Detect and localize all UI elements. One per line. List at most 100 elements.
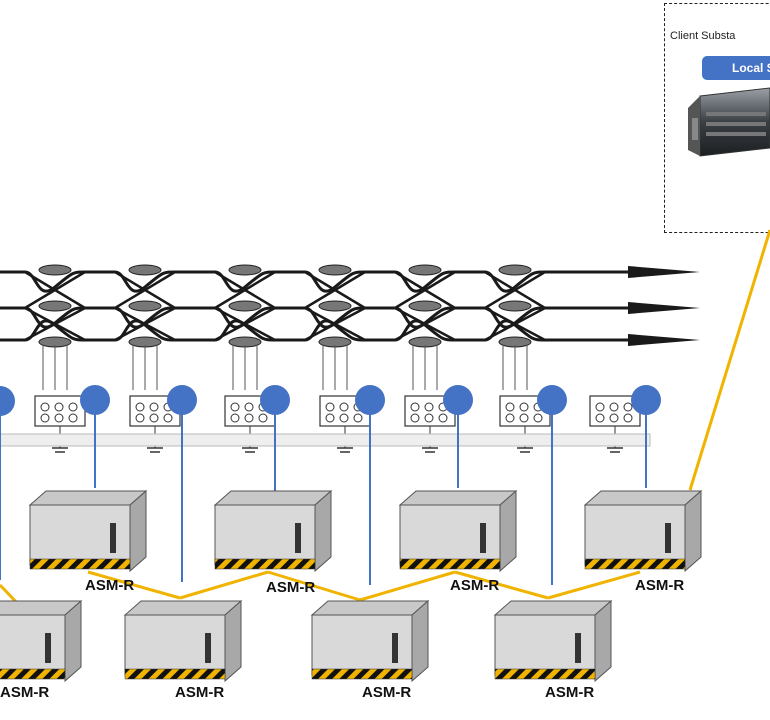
insulator <box>318 264 352 276</box>
asm-r-label: ASM-R <box>362 684 411 701</box>
transposition <box>304 270 366 342</box>
network-link <box>547 570 641 600</box>
transposition <box>214 270 276 342</box>
coil <box>505 413 515 423</box>
coil <box>519 402 529 412</box>
cabinet-top <box>310 600 430 616</box>
asm-r-cabinet: ASM-R <box>123 599 243 701</box>
coil <box>438 413 448 423</box>
asm-r-cabinet: ASM-R <box>583 489 703 594</box>
sensor-node <box>0 386 15 416</box>
sensor-node <box>80 385 110 415</box>
coil <box>339 413 349 423</box>
coil <box>424 402 434 412</box>
ground-bus <box>0 433 651 447</box>
local-server-button[interactable]: Local S <box>702 56 770 80</box>
coil <box>68 402 78 412</box>
drop-wire <box>502 345 528 390</box>
insulator <box>128 264 162 276</box>
transmission-lines <box>0 264 700 453</box>
coil <box>595 413 605 423</box>
cabinet-handle <box>665 523 671 553</box>
insulator <box>228 264 262 276</box>
network-link <box>359 570 456 602</box>
cabinet-top <box>583 490 703 506</box>
asm-r-cabinet: ASM-R <box>28 489 148 594</box>
cabinet-handle <box>480 523 486 553</box>
drop-wire <box>42 345 68 390</box>
cabinet-handle <box>110 523 116 553</box>
cabinet-top <box>213 490 333 506</box>
insulator <box>38 264 72 276</box>
coil <box>325 402 335 412</box>
coil <box>424 413 434 423</box>
sensor-node <box>443 385 473 415</box>
sensor-node <box>537 385 567 415</box>
sensor-node <box>260 385 290 415</box>
asm-r-label: ASM-R <box>266 579 315 596</box>
coil <box>609 413 619 423</box>
phase-line <box>0 319 640 342</box>
cabinet-top <box>123 600 243 616</box>
coil <box>258 413 268 423</box>
hazard-stripe <box>399 558 501 570</box>
arrow-head <box>628 334 700 346</box>
cabinet-handle <box>295 523 301 553</box>
cabinet-front <box>0 614 66 676</box>
coil <box>505 402 515 412</box>
cabinet-side <box>411 599 429 683</box>
coil <box>163 413 173 423</box>
network-link <box>454 570 549 600</box>
hazard-stripe <box>214 558 316 570</box>
coil <box>623 402 633 412</box>
phase-line <box>0 306 640 329</box>
coil <box>135 413 145 423</box>
transposition <box>394 270 456 342</box>
insulator <box>38 300 72 312</box>
cabinet-side <box>594 599 612 683</box>
insulator <box>128 300 162 312</box>
cabinet-top <box>493 600 613 616</box>
asm-r-label: ASM-R <box>0 684 49 701</box>
coil <box>149 413 159 423</box>
asm-r-cabinet: ASM-R <box>0 599 83 701</box>
coil <box>533 413 543 423</box>
arrow-head <box>628 266 700 278</box>
coil <box>54 413 64 423</box>
cabinet-handle <box>575 633 581 663</box>
coil <box>68 413 78 423</box>
transposition <box>114 270 176 342</box>
asm-r-label: ASM-R <box>545 684 594 701</box>
asm-r-cabinet: ASM-R <box>493 599 613 701</box>
transposition <box>24 270 86 342</box>
drop-wire <box>412 345 438 390</box>
network-link <box>179 570 269 600</box>
coil <box>54 402 64 412</box>
coil <box>244 413 254 423</box>
coil <box>135 402 145 412</box>
cabinet-handle <box>205 633 211 663</box>
drop-wire <box>322 345 348 390</box>
arrow-head <box>628 302 700 314</box>
hazard-stripe <box>311 668 413 680</box>
asm-r-cabinet: ASM-R <box>398 489 518 594</box>
sensor-node <box>167 385 197 415</box>
client-substation-title: Client Substa <box>670 30 736 42</box>
coil <box>40 402 50 412</box>
hazard-stripe <box>124 668 226 680</box>
asm-r-cabinet: ASM-R <box>310 599 430 701</box>
asm-r-label: ASM-R <box>635 577 684 594</box>
coil <box>230 413 240 423</box>
cabinet-side <box>64 599 82 683</box>
coil <box>353 413 363 423</box>
rack-server-icon <box>688 87 770 157</box>
coil <box>519 413 529 423</box>
coil <box>595 402 605 412</box>
coil <box>149 402 159 412</box>
sensor-nodes <box>0 385 661 416</box>
hazard-stripe <box>494 668 596 680</box>
network-link <box>688 229 770 491</box>
sensor-node <box>355 385 385 415</box>
cabinet-top <box>398 490 518 506</box>
